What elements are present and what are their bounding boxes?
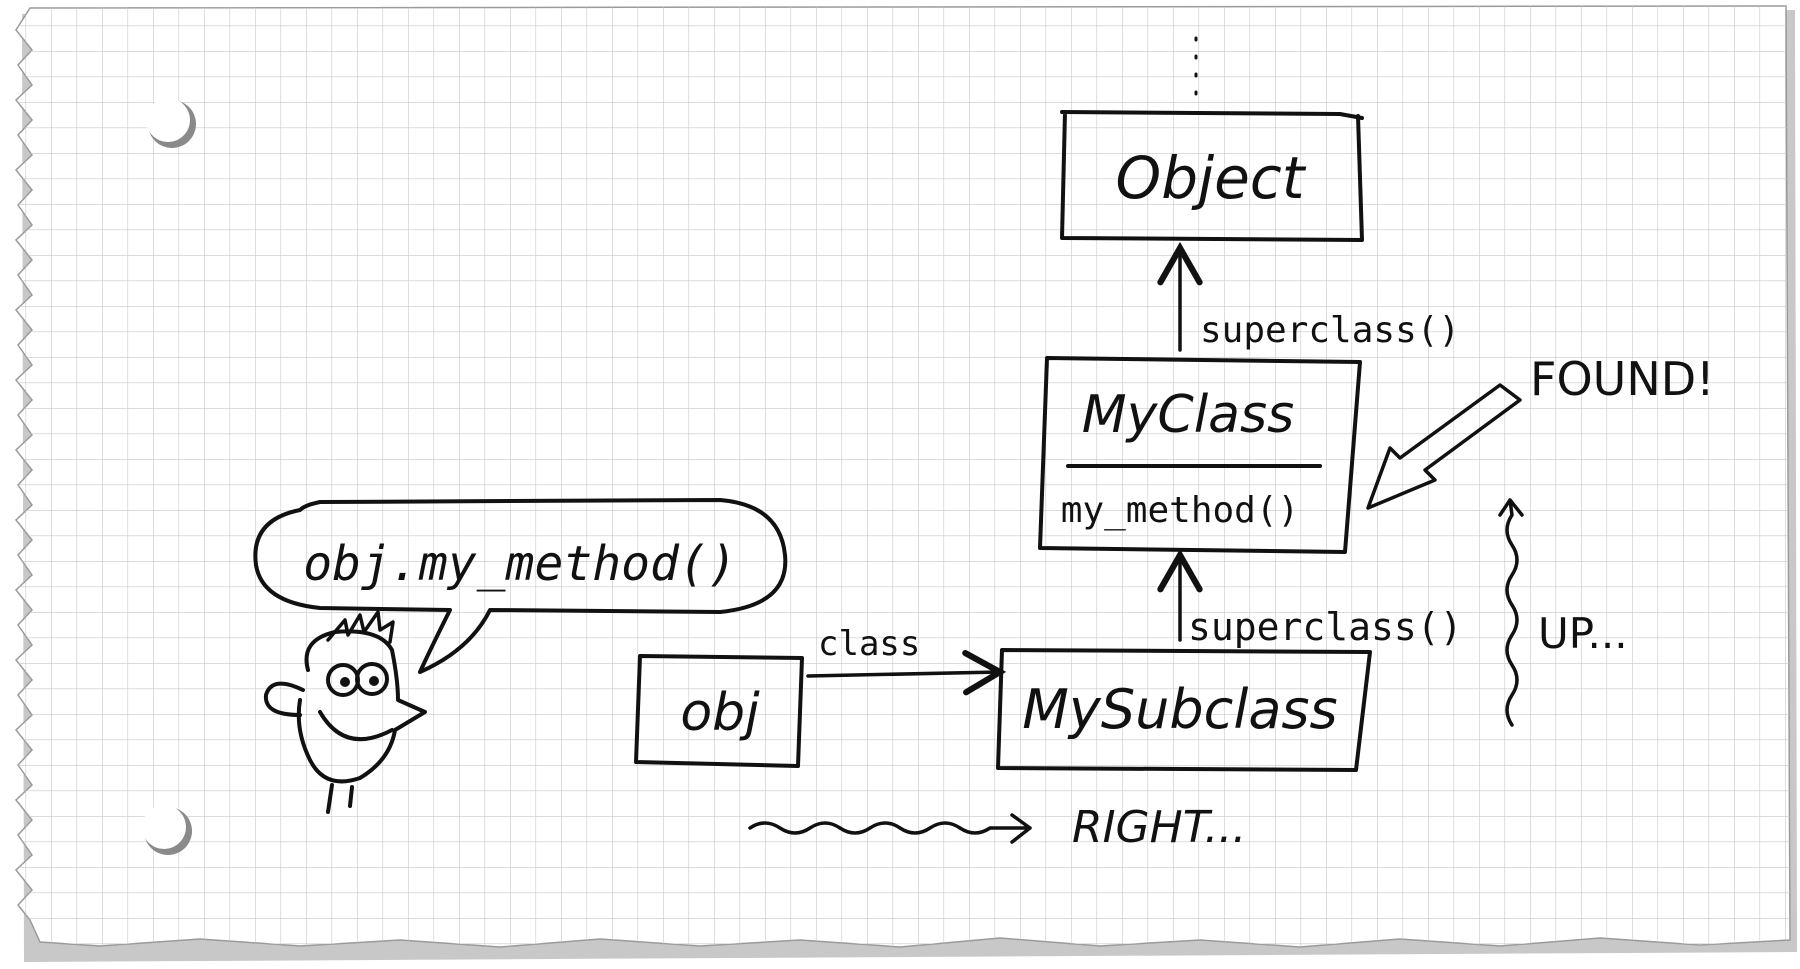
mysubclass-label: MySubclass xyxy=(1022,678,1337,741)
speech-text: obj.my_method() xyxy=(303,536,736,592)
myclass-method: my_method() xyxy=(1061,490,1299,531)
speech-bubble: obj.my_method() xyxy=(253,498,788,674)
up-annotation: UP... xyxy=(1538,609,1628,658)
found-arrow xyxy=(1366,383,1522,510)
obj-to-subclass-arrow xyxy=(806,650,1007,696)
myclass-box: MyClass my_method() xyxy=(1038,356,1362,554)
obj-box: obj xyxy=(634,654,804,768)
right-annotation: RIGHT... xyxy=(1072,802,1246,853)
grid-fill xyxy=(16,6,1790,947)
subclass-superclass-label: superclass() xyxy=(1188,605,1463,649)
obj-label: obj xyxy=(680,683,760,743)
up-squiggle xyxy=(1498,498,1524,727)
object-box: Object xyxy=(1060,110,1364,242)
character-right-eye xyxy=(355,662,389,696)
found-annotation: FOUND! xyxy=(1530,352,1715,406)
myclass-superclass-label: superclass() xyxy=(1200,310,1460,351)
class-edge-label: class xyxy=(818,624,920,664)
myclass-label: MyClass xyxy=(1082,385,1294,445)
cartoon-character xyxy=(263,610,427,814)
right-squiggle xyxy=(748,813,1032,844)
mysubclass-box: MySubclass xyxy=(996,648,1372,772)
object-label: Object xyxy=(1116,144,1307,212)
